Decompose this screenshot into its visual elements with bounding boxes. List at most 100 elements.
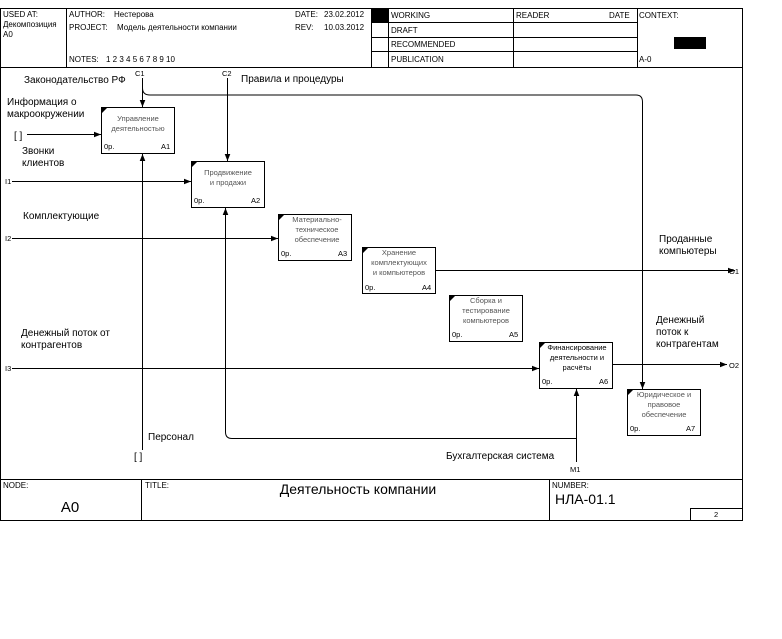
label-money-in-line-2: контрагентов [21,340,82,351]
box-a3-cost: 0р. [281,249,291,258]
box-a2-line-1: Продвижение [204,168,252,177]
label-money-in-line-1: Денежный поток от [21,328,110,339]
box-a7-cost: 0р. [630,424,640,433]
diagram-frame [0,67,743,480]
box-a1[interactable]: Управление деятельностью 0р. A1 [101,107,175,154]
box-a4-line-2: комплектующих [371,258,427,267]
author-value: Нестерова [114,10,154,19]
label-law: Законодательство РФ [24,75,126,86]
label-rules: Правила и процедуры [241,74,344,85]
title-label: TITLE: [145,481,169,490]
reader-label: READER [516,11,550,20]
code-c1: C1 [135,69,145,78]
box-a5[interactable]: Сборка и тестирование компьютеров 0р. A5 [449,295,523,342]
box-a1-line-1: Управление [117,114,159,123]
code-i3: I3 [5,364,11,373]
label-staff: Персонал [148,432,194,443]
code-i1: I1 [5,177,11,186]
date-label: DATE: [295,10,318,19]
notes-value: 1 2 3 4 5 6 7 8 9 10 [106,55,175,64]
label-money-out-line-1: Денежный [656,315,704,326]
label-sold-line-2: компьютеры [659,246,717,257]
status-recommended: RECOMMENDED [391,40,456,49]
notes-label: NOTES: [69,55,99,64]
status-publication: PUBLICATION [391,55,444,64]
context-node-marker [674,37,706,49]
code-o1: O1 [729,267,739,276]
box-a6-cost: 0р. [542,377,552,386]
box-a3-line-2: техническое [296,225,339,234]
box-a1-line-2: деятельностью [111,124,165,133]
status-working: WORKING [391,11,430,20]
box-a4-line-3: и компьютеров [373,268,425,277]
used-at-value: Декомпозиция [3,20,57,29]
box-a7-line-3: обеспечение [642,410,687,419]
box-a5-line-2: тестирование [462,306,510,315]
box-a5-cost: 0р. [452,330,462,339]
code-m1: M1 [570,465,580,474]
box-a6-line-2: деятельности и [550,353,604,362]
box-a1-code: A1 [161,142,170,151]
label-components: Комплектующие [23,211,100,222]
context-node: A-0 [639,55,652,64]
code-o2: O2 [729,361,739,370]
reader-date-label: DATE [609,11,630,20]
used-at-label: USED AT: [3,10,38,19]
label-info-line-2: макроокружении [7,109,84,120]
project-label: PROJECT: [69,23,108,32]
node-label: NODE: [3,481,28,490]
label-money-out-line-3: контрагентам [656,339,719,350]
author-label: AUTHOR: [69,10,105,19]
tunnel-staff: [ ] [134,452,143,463]
label-info-line-1: Информация о [7,96,77,108]
box-a7-code: A7 [686,424,695,433]
diagram-title: Деятельность компании [280,481,436,497]
box-a4-cost: 0р. [365,283,375,292]
label-calls-line-2: клиентов [22,158,64,169]
arrows [12,78,735,462]
rev-value: 10.03.2012 [324,23,365,32]
code-c2: C2 [222,69,232,78]
header-frame [0,8,743,68]
number-label: NUMBER: [552,481,589,490]
number-value: НЛА-01.1 [555,491,616,507]
page-number: 2 [714,510,718,519]
box-a1-cost: 0р. [104,142,114,151]
box-a2-code: A2 [251,196,260,205]
status-draft: DRAFT [391,26,418,35]
box-a4-code: A4 [422,283,431,292]
box-a6-code: A6 [599,377,608,386]
box-a7-line-2: правовое [648,400,681,409]
arrow-law-to-a7 [142,87,646,389]
box-a5-line-3: компьютеров [463,316,509,325]
code-i2: I2 [5,234,11,243]
box-a7[interactable]: Юридическое и правовое обеспечение 0р. A… [627,389,701,436]
tunnel-info: [ ] [14,131,23,142]
date-value: 23.02.2012 [324,10,365,19]
rev-label: REV: [295,23,313,32]
box-a5-line-1: Сборка и [470,296,502,305]
label-accounting: Бухгалтерская система [446,451,555,462]
label-calls-line-1: Звонки [22,146,54,157]
label-sold-line-1: Проданные [659,234,713,245]
box-a6[interactable]: Финансирование деятельности и расчёты 0р… [539,342,613,389]
used-at-node: A0 [3,30,13,39]
arrow-accounting-to-a2 [222,208,577,439]
box-a2-line-2: и продажи [210,178,246,187]
project-value: Модель деятельности компании [117,23,237,32]
box-a3-line-3: обеспечение [295,235,340,244]
box-a6-line-3: расчёты [563,363,592,372]
box-a6-line-1: Финансирование [547,343,606,352]
box-a3[interactable]: Материально- техническое обеспечение 0р.… [278,214,352,261]
box-a2[interactable]: Продвижение и продажи 0р. A2 [191,161,265,208]
label-money-out-line-2: поток к [656,327,689,338]
box-a4-line-1: Хранение [382,248,416,257]
box-a3-code: A3 [338,249,347,258]
node-value: A0 [61,499,79,516]
footer-frame [0,479,743,521]
box-a4[interactable]: Хранение комплектующих и компьютеров 0р.… [362,247,436,294]
box-a3-line-1: Материально- [292,215,342,224]
box-a5-code: A5 [509,330,518,339]
context-label: CONTEXT: [639,11,679,20]
